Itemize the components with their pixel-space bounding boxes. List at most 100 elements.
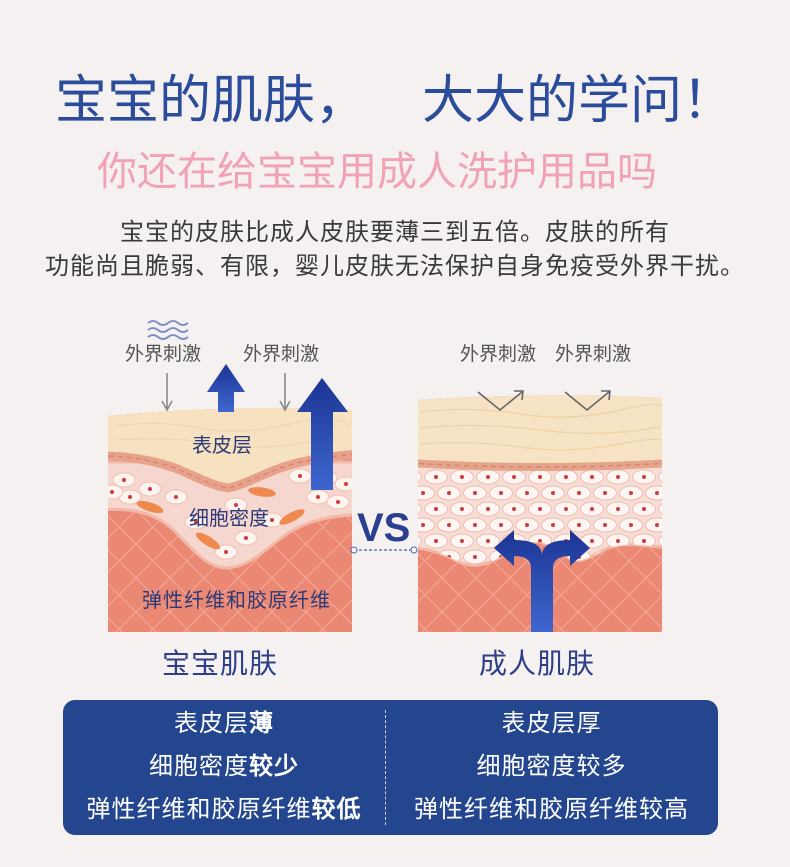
cell-nucleus bbox=[344, 482, 348, 486]
cell-nucleus bbox=[148, 487, 152, 491]
cell-nucleus bbox=[447, 491, 451, 495]
cell-nucleus bbox=[642, 539, 646, 543]
cell-nucleus bbox=[564, 475, 568, 479]
row-text: 弹性纤维和胶原纤维 bbox=[86, 795, 312, 823]
adult-stimulus-label-1: 外界刺激 bbox=[460, 343, 537, 365]
cell-nucleus bbox=[499, 523, 503, 527]
table-row: 弹性纤维和胶原纤维较低 bbox=[63, 788, 385, 831]
vs-connector-dot bbox=[350, 546, 358, 554]
column-divider bbox=[385, 710, 386, 825]
intro-line-2: 功能尚且脆弱、有限，婴儿皮肤无法保护自身免疫受外界干扰。 bbox=[45, 252, 745, 280]
table-row: 表皮层厚 bbox=[501, 709, 602, 737]
cell-nucleus bbox=[434, 539, 438, 543]
cell-nucleus bbox=[421, 523, 425, 527]
cell-nucleus bbox=[590, 507, 594, 511]
skin-cell bbox=[418, 533, 422, 549]
table-row: 细胞密度较多 bbox=[476, 752, 627, 780]
cell-nucleus bbox=[128, 495, 132, 499]
cell-nucleus bbox=[551, 523, 555, 527]
baby-stimulus-label-2: 外界刺激 bbox=[243, 343, 320, 365]
cell-nucleus bbox=[551, 491, 555, 495]
cell-nucleus bbox=[655, 523, 659, 527]
cell-density-label: 细胞密度 bbox=[189, 506, 269, 530]
cell-nucleus bbox=[194, 520, 198, 524]
skin-cell bbox=[658, 469, 662, 485]
page-title-part-2: 大大的学问！ bbox=[422, 71, 735, 131]
cell-nucleus bbox=[316, 495, 320, 499]
cell-nucleus bbox=[512, 475, 516, 479]
cell-nucleus bbox=[486, 507, 490, 511]
comparison-table: 表皮层薄 细胞密度较少 弹性纤维和胶原纤维较低 表皮层厚 细胞密度较多 弹性纤维… bbox=[63, 700, 718, 835]
cell-nucleus bbox=[668, 539, 672, 543]
baby-skin-caption: 宝宝肌肤 bbox=[162, 647, 279, 680]
cell-nucleus bbox=[512, 507, 516, 511]
cell-nucleus bbox=[590, 475, 594, 479]
page-subtitle: 你还在给宝宝用成人洗护用品吗 bbox=[97, 149, 657, 195]
arrow-down-icon bbox=[161, 373, 173, 412]
cell-nucleus bbox=[616, 475, 620, 479]
table-row: 表皮层薄 bbox=[63, 702, 385, 745]
row-text: 细胞密度 bbox=[149, 752, 249, 780]
orange-cell bbox=[248, 487, 276, 497]
baby-stimulus-label-1: 外界刺激 bbox=[125, 343, 202, 365]
cell-nucleus bbox=[473, 523, 477, 527]
cell-nucleus bbox=[460, 539, 464, 543]
cell-nucleus bbox=[668, 507, 672, 511]
wave-icon bbox=[147, 320, 189, 340]
skin-cell bbox=[658, 501, 662, 517]
deflect-arrow-icon bbox=[564, 390, 611, 412]
cell-nucleus bbox=[616, 507, 620, 511]
arrow-up-icon bbox=[297, 378, 348, 490]
skin-cell bbox=[418, 469, 422, 485]
adult-epidermis bbox=[418, 395, 662, 464]
vs-label: VS bbox=[357, 506, 411, 550]
cell-nucleus bbox=[590, 539, 594, 543]
intro-line-1: 宝宝的皮肤比成人皮肤要薄三到五倍。皮肤的所有 bbox=[120, 218, 670, 246]
baby-cells bbox=[108, 468, 352, 560]
adult-skin-block bbox=[418, 395, 672, 632]
cell-nucleus bbox=[298, 474, 302, 478]
adult-epidermis-texture bbox=[419, 404, 662, 451]
cell-nucleus bbox=[642, 507, 646, 511]
cell-nucleus bbox=[434, 507, 438, 511]
cell-nucleus bbox=[122, 478, 126, 482]
skin-cell bbox=[658, 533, 662, 549]
cell-nucleus bbox=[538, 539, 542, 543]
cell-nucleus bbox=[460, 507, 464, 511]
adult-stimulus-label-2: 外界刺激 bbox=[555, 343, 632, 365]
baby-column: 表皮层薄 细胞密度较少 弹性纤维和胶原纤维较低 bbox=[63, 702, 385, 831]
cell-nucleus bbox=[486, 539, 490, 543]
cell-nucleus bbox=[336, 500, 340, 504]
cell-nucleus bbox=[447, 523, 451, 527]
baby-epidermis bbox=[108, 408, 352, 486]
cell-nucleus bbox=[434, 475, 438, 479]
arrow-up-icon bbox=[207, 364, 245, 412]
orange-cell bbox=[279, 509, 305, 525]
cell-nucleus bbox=[244, 536, 248, 540]
cell-nucleus bbox=[564, 507, 568, 511]
cell-nucleus bbox=[603, 523, 607, 527]
row-emphasis: 较少 bbox=[249, 752, 299, 780]
cell-nucleus bbox=[577, 491, 581, 495]
arrow-down-icon bbox=[279, 373, 291, 412]
cell-nucleus bbox=[577, 523, 581, 527]
row-emphasis: 薄 bbox=[249, 709, 274, 737]
split-arrow-icon bbox=[494, 530, 590, 632]
row-emphasis: 较低 bbox=[311, 795, 362, 823]
cell-nucleus bbox=[499, 491, 503, 495]
baby-basal-band bbox=[108, 449, 352, 493]
adult-basal-band-texture bbox=[418, 462, 662, 468]
cell-nucleus bbox=[642, 475, 646, 479]
cell-nucleus bbox=[668, 475, 672, 479]
cell-nucleus bbox=[473, 555, 477, 559]
epidermis-label: 表皮层 bbox=[192, 433, 252, 457]
cell-nucleus bbox=[460, 475, 464, 479]
cell-nucleus bbox=[234, 503, 238, 507]
page-title-part-1: 宝宝的肌肤， bbox=[55, 71, 368, 131]
cell-nucleus bbox=[270, 518, 274, 522]
baby-cell-layer bbox=[108, 460, 352, 570]
cell-nucleus bbox=[538, 475, 542, 479]
table-row: 弹性纤维和胶原纤维较高 bbox=[414, 795, 689, 823]
orange-cell bbox=[195, 532, 221, 550]
